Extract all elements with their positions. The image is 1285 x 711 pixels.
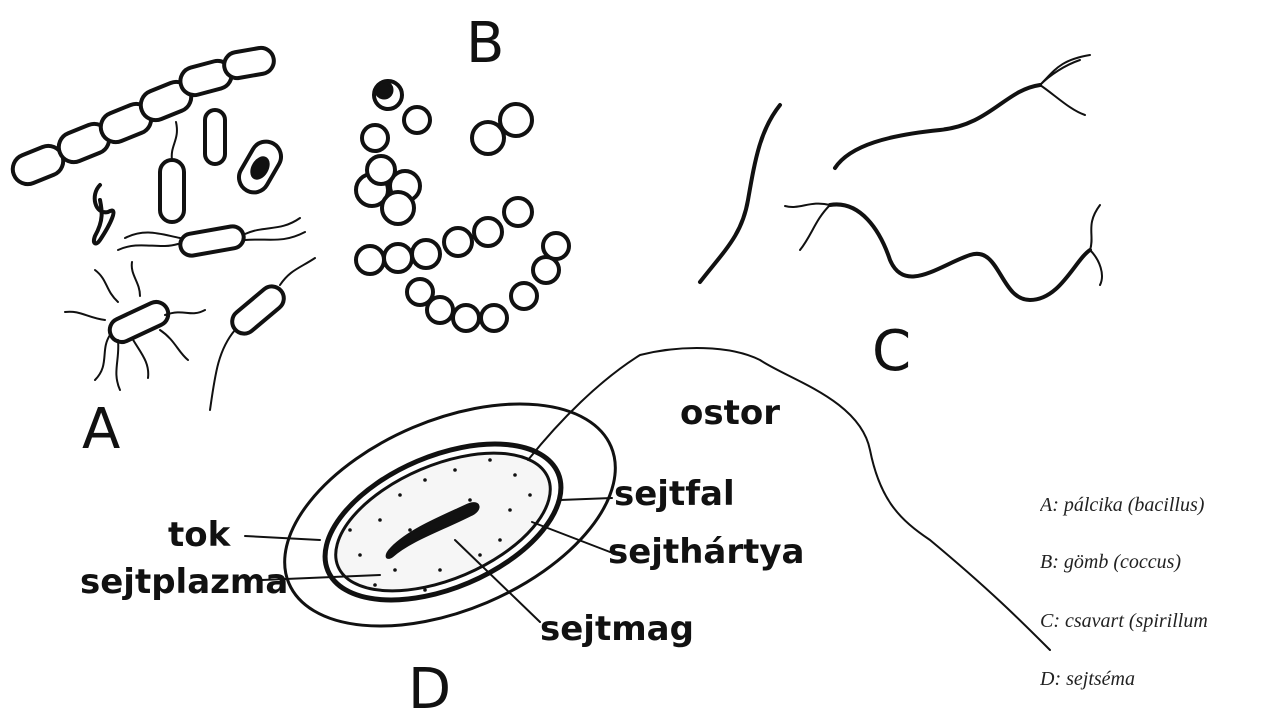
legend-item-b: B: gömb (coccus) [1040,551,1285,574]
spirillum-1 [700,105,780,282]
legend-item-a: A: pálcika (bacillus) [1040,494,1285,517]
panel-b-drawings [356,81,569,331]
panel-a-drawings [8,46,315,410]
label-sejthartya: sejthártya [608,532,804,572]
panel-label-d: D [408,657,451,711]
rod-1 [160,160,184,222]
spirillum-2 [835,85,1040,168]
label-sejtplazma: sejtplazma [80,562,288,602]
panel-label-a: A [82,397,120,462]
curved-rod [227,282,288,339]
rod-2 [205,110,225,164]
label-sejtmag: sejtmag [540,609,694,649]
flagellum-1 [172,122,177,160]
label-tok: tok [168,515,232,555]
legend-item-c: C: csavart (spirillum [1040,610,1285,633]
panel-c-drawings [700,55,1102,300]
spirillum-3 [830,204,1090,300]
peritrichous-rod [179,225,246,258]
lophotrichous-rod [106,298,172,346]
club-bacillus [94,185,114,243]
bacillus-chain [8,46,276,189]
label-ostor: ostor [680,393,780,433]
label-sejtfal: sejtfal [614,474,735,514]
panel-label-c: C [872,319,911,384]
legend-item-d: D: sejtséma [1040,668,1285,691]
panel-label-b: B [466,11,504,76]
